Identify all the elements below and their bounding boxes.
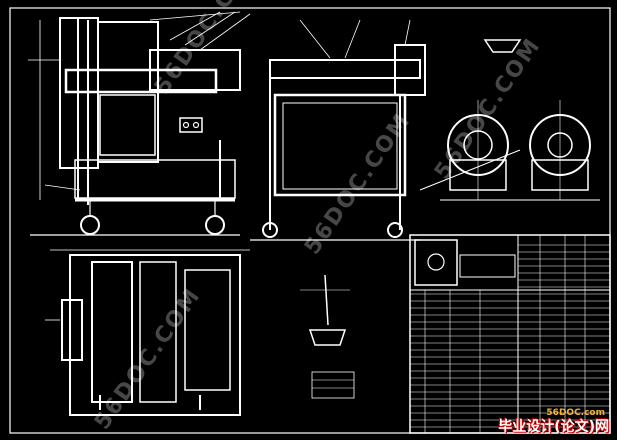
brand-logo-block: 毕业设计(论文)网 xyxy=(498,416,609,436)
brand-text: 毕业设计(论文)网 xyxy=(498,419,609,435)
title-block xyxy=(409,234,611,434)
brand-site-label: 56DOC.com xyxy=(546,408,605,418)
drawing-border xyxy=(9,7,611,434)
plan-view xyxy=(45,249,250,416)
part-detail xyxy=(300,274,355,399)
bill-of-materials-rows xyxy=(410,244,610,428)
side-view xyxy=(250,19,426,241)
detail-views xyxy=(419,39,600,201)
front-view xyxy=(28,11,251,236)
